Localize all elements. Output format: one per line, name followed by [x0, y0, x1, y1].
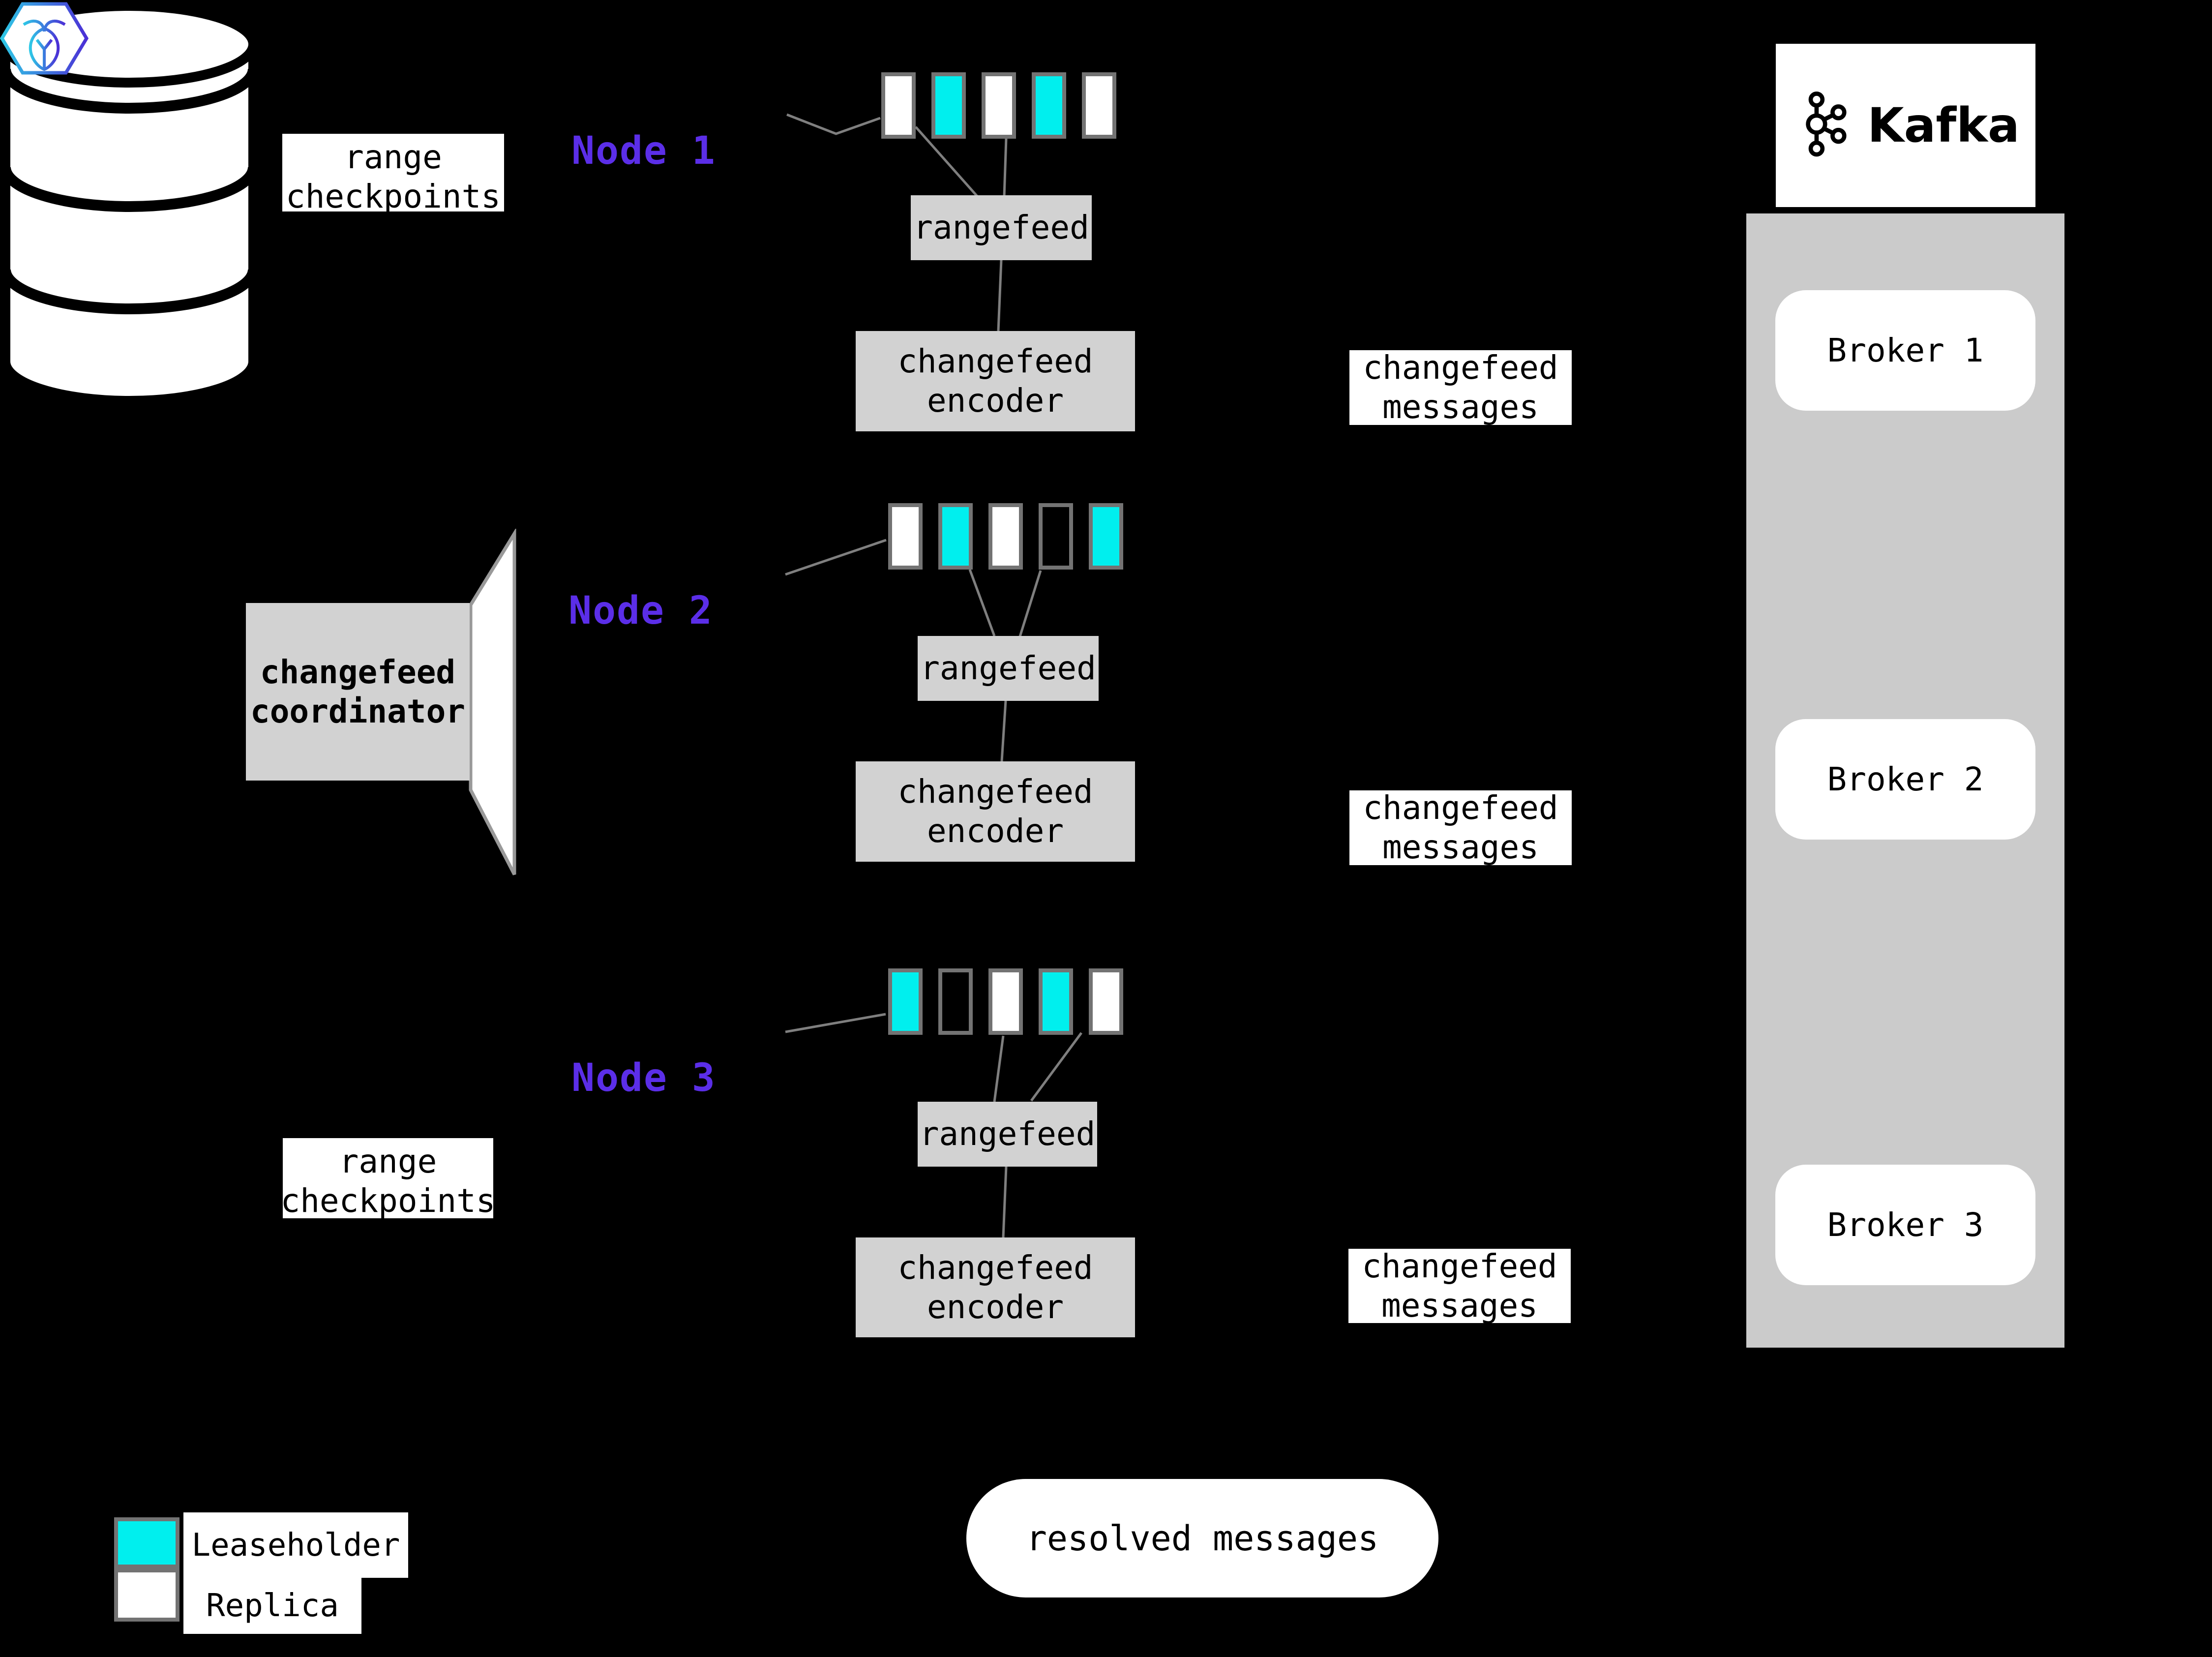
rangefeed-box-node3: rangefeed [918, 1102, 1097, 1167]
database-cylinder-icon-node1 [0, 1, 259, 403]
range-square-leaseholder [1039, 968, 1073, 1035]
node-label-node3: Node 3 [571, 1056, 716, 1100]
range-square-replica [988, 968, 1023, 1035]
range-square-empty [1039, 503, 1073, 570]
changefeed-messages-label-node3: changefeed messages [1348, 1249, 1571, 1323]
range-square-leaseholder [938, 503, 973, 570]
range-square-replica [881, 72, 916, 139]
range-checkpoints-label-node3: range checkpoints [283, 1138, 493, 1218]
changefeed-messages-label-node1: changefeed messages [1349, 350, 1572, 425]
rangefeed-box-node2: rangefeed [918, 636, 1099, 701]
range-square-replica [982, 72, 1016, 139]
range-square-empty [938, 968, 973, 1035]
range-square-replica [1089, 968, 1123, 1035]
legend-leaseholder-swatch [114, 1517, 179, 1568]
changefeed-encoder-box-node2: changefeed encoder [856, 761, 1135, 862]
legend-leaseholder-label: Leaseholder [183, 1512, 408, 1578]
broker-1-box: Broker 1 [1775, 290, 2035, 411]
changefeed-encoder-box-node3: changefeed encoder [856, 1237, 1135, 1337]
broker-2-box: Broker 2 [1775, 719, 2035, 840]
range-square-leaseholder [931, 72, 966, 139]
node-label-node2: Node 2 [568, 589, 713, 633]
cockroachdb-badge-icon-node1 [0, 2, 89, 75]
node-label-node1: Node 1 [571, 129, 716, 173]
range-square-replica [988, 503, 1023, 570]
broker-3-box: Broker 3 [1775, 1165, 2035, 1285]
kafka-logo-box: Kafka [1776, 44, 2035, 207]
range-squares-node1 [881, 72, 1116, 139]
range-square-replica [888, 503, 923, 570]
database-cylinder-icon-node3 [0, 1, 259, 403]
range-squares-node2 [888, 503, 1123, 570]
cockroachdb-badge-icon-node3 [0, 2, 89, 75]
database-cylinder-icon-node2 [0, 1, 259, 403]
coordinator-flag-icon [469, 529, 516, 875]
legend-replica-label: Replica [183, 1578, 361, 1634]
resolved-messages-pill: resolved messages [966, 1479, 1438, 1597]
changefeed-coordinator-box: changefeed coordinator [246, 603, 470, 781]
kafka-logo-icon [1806, 91, 1847, 156]
changefeed-encoder-box-node1: changefeed encoder [856, 331, 1135, 431]
range-square-leaseholder [1089, 503, 1123, 570]
rangefeed-box-node1: rangefeed [911, 195, 1092, 260]
cockroachdb-badge-icon-node2 [0, 2, 89, 75]
range-checkpoints-label-node1: range checkpoints [282, 134, 504, 211]
legend-replica-swatch [114, 1568, 179, 1622]
range-square-leaseholder [1032, 72, 1066, 139]
range-squares-node3 [888, 968, 1123, 1035]
range-square-leaseholder [888, 968, 923, 1035]
range-square-replica [1082, 72, 1116, 139]
changefeed-messages-label-node2: changefeed messages [1349, 790, 1572, 865]
kafka-title: Kafka [1867, 98, 2020, 153]
